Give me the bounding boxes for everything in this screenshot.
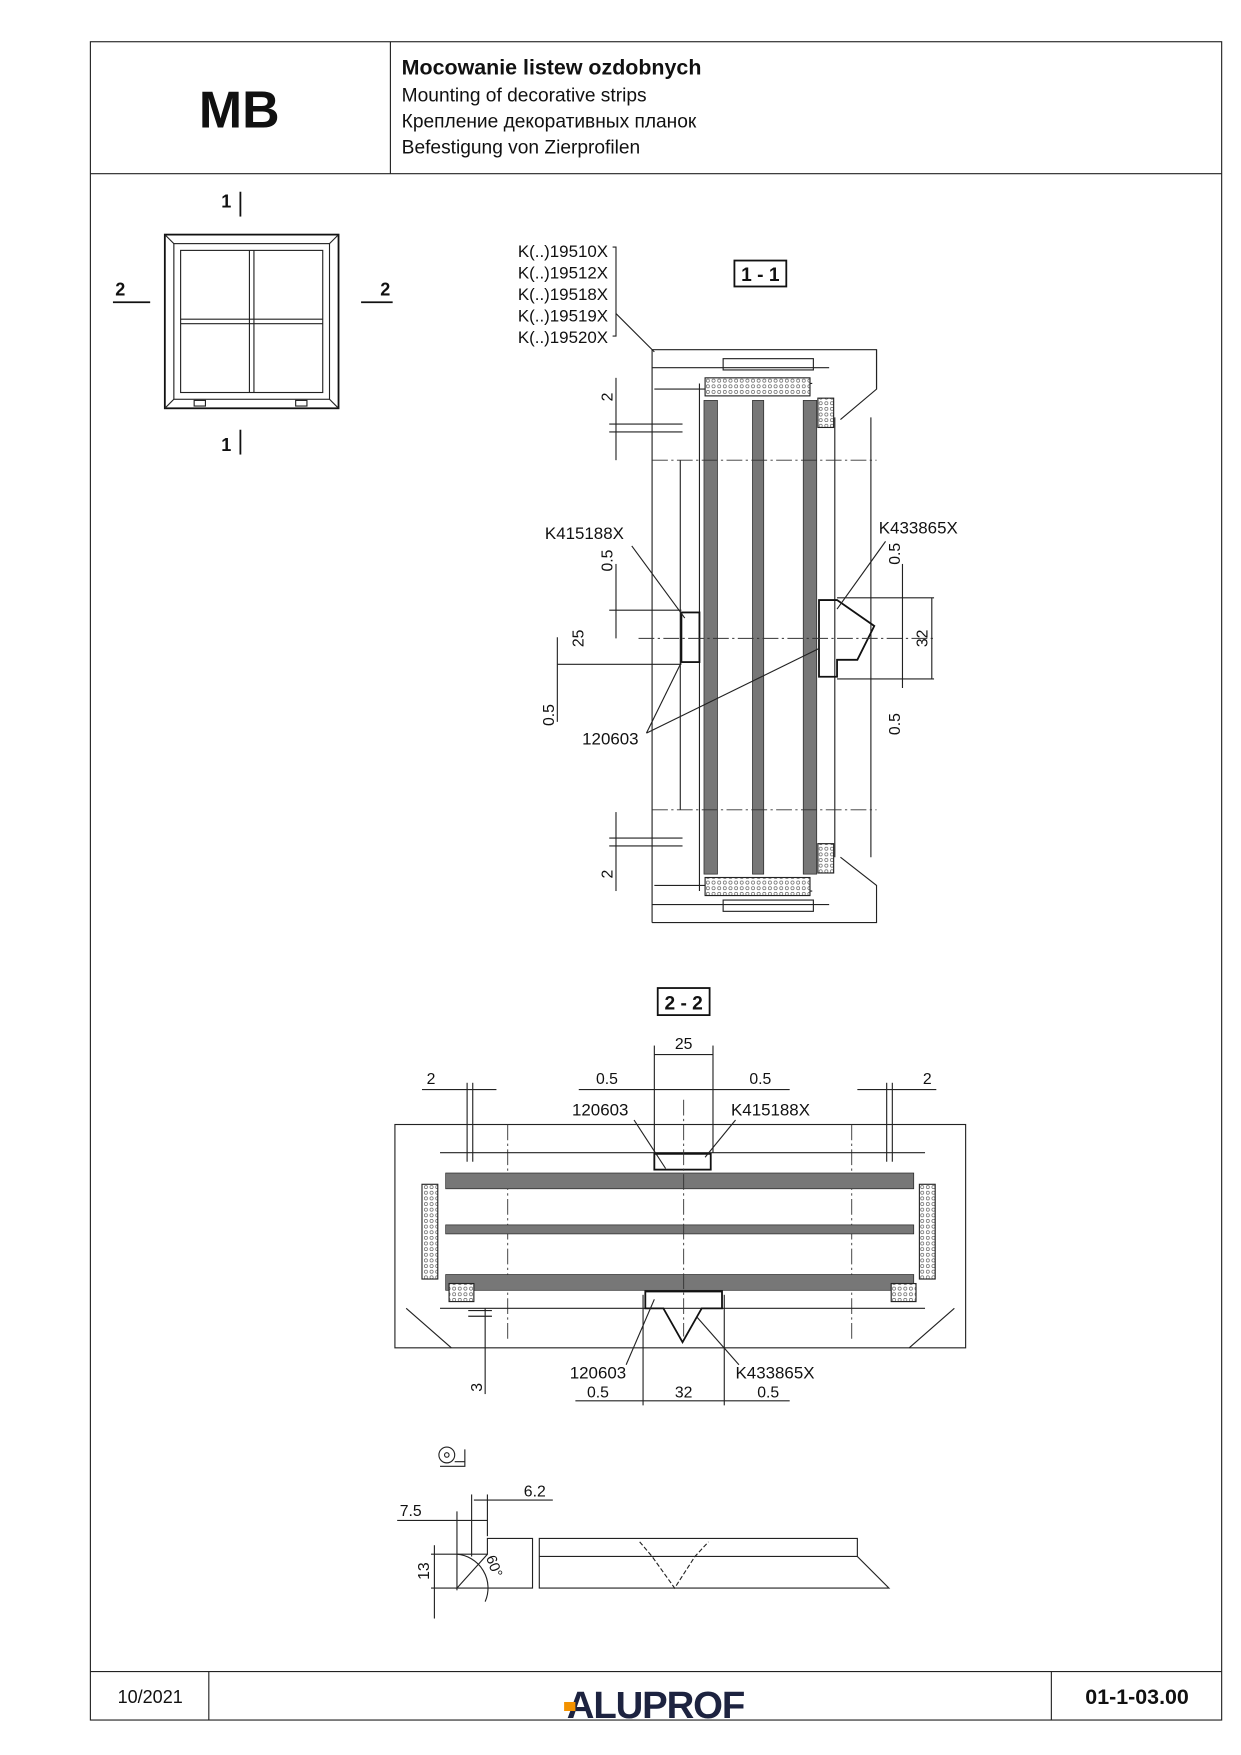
title-english: Mounting of decorative strips [402, 86, 647, 107]
dim-7-5: 7.5 [400, 1503, 422, 1520]
cut-2-right-label: 2 [380, 280, 390, 300]
label-k433865x: K433865X [736, 1363, 815, 1382]
dim-0-5-d: 0.5 [887, 713, 904, 735]
section-1-1: 1 - 1 K(..)19510X K(..)19512X K(..)19518… [518, 242, 958, 924]
title-block: MB Mocowanie listew ozdobnych Mounting o… [89, 41, 1223, 1721]
title-german: Befestigung von Zierprofilen [402, 137, 641, 158]
dim-0-5-right: 0.5 [749, 1071, 771, 1088]
label-k415188x: K415188X [731, 1100, 810, 1119]
dim-25: 25 [675, 1036, 693, 1053]
dim-3: 3 [469, 1383, 486, 1392]
label-120603: 120603 [582, 729, 638, 748]
outer-strip-k433865x [644, 1290, 723, 1345]
dim-0-5-bottom-right: 0.5 [757, 1384, 779, 1401]
inner-strip-k415188x [680, 611, 701, 663]
label-120603-bottom: 120603 [570, 1363, 626, 1382]
profile-label-3: K(..)19518X [518, 285, 608, 304]
cut-1-bottom-label: 1 [221, 435, 231, 455]
logo-text: ALUPROF [567, 1684, 745, 1727]
profile-label-2: K(..)19512X [518, 264, 608, 283]
dim-32: 32 [675, 1384, 693, 1401]
cut-2-left-label: 2 [115, 280, 125, 300]
dim-angle: 60° [482, 1553, 505, 1579]
dim-6-2: 6.2 [524, 1484, 546, 1501]
title-polish: Mocowanie listew ozdobnych [402, 55, 702, 79]
dim-25: 25 [570, 629, 587, 647]
dim-0-5-b: 0.5 [541, 704, 558, 726]
dim-gap-left: 2 [427, 1071, 436, 1088]
section-1-1-label: 1 - 1 [741, 265, 780, 286]
label-120603-top: 120603 [572, 1100, 628, 1119]
profile-label-5: K(..)19520X [518, 328, 608, 347]
section-2-2-label: 2 - 2 [664, 993, 702, 1014]
footer: 10/2021 ALUPROF 01-1-03.00 [90, 1670, 1222, 1727]
dim-gap-top: 2 [600, 393, 617, 402]
profile-label-1: K(..)19510X [518, 242, 608, 261]
cut-1-top-label: 1 [221, 192, 231, 212]
milling-cutter-icon [438, 1446, 466, 1467]
revision-date: 10/2021 [118, 1687, 183, 1707]
dim-0-5-a: 0.5 [600, 549, 617, 571]
dim-13: 13 [416, 1562, 433, 1580]
dim-0-5-bottom-left: 0.5 [587, 1384, 609, 1401]
outer-strip-k433865x [818, 599, 876, 678]
title-russian: Крепление декоративных планок [402, 111, 697, 132]
dim-0-5-left: 0.5 [596, 1071, 618, 1088]
dim-gap-right: 2 [923, 1071, 932, 1088]
profile-label-4: K(..)19519X [518, 306, 608, 325]
document-number: 01-1-03.00 [1085, 1685, 1189, 1709]
inner-strip-k415188x [653, 1152, 712, 1171]
label-k415188x: K415188X [545, 524, 624, 543]
dim-0-5-c: 0.5 [887, 543, 904, 565]
system-code: MB [199, 80, 280, 138]
aluprof-logo: ALUPROF [564, 1684, 746, 1727]
window-key-plan: 1 1 2 2 [112, 192, 393, 455]
dim-32: 32 [914, 630, 931, 648]
section-2-2: 2 - 2 25 0.5 0.5 2 2 3 32 0.5 0.5 1 [394, 987, 967, 1406]
dim-gap-bottom: 2 [600, 870, 617, 879]
label-k433865x: K433865X [879, 518, 958, 537]
milling-detail: 6.2 7.5 13 60° [397, 1446, 891, 1619]
